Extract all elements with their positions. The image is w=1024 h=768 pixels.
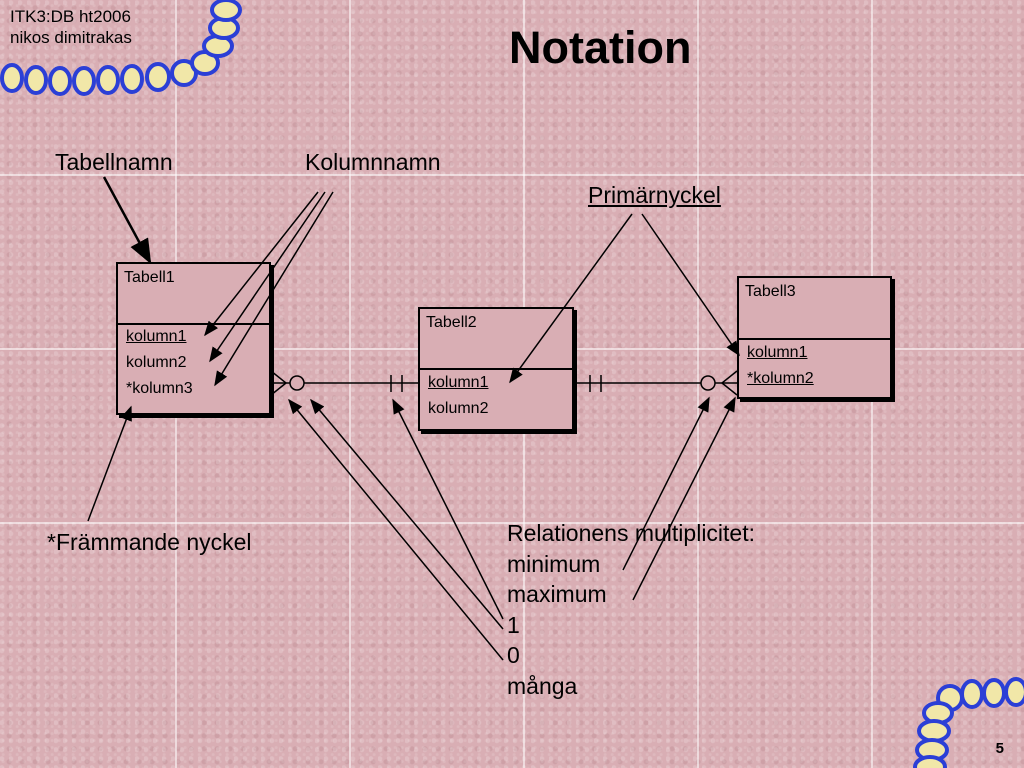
column-primary-key: kolumn1 xyxy=(126,328,187,345)
column-primary-key: kolumn1 xyxy=(747,344,808,361)
column: kolumn2 xyxy=(428,400,489,417)
grid-line xyxy=(0,174,1024,176)
table-divider xyxy=(420,368,572,370)
annotation-arrow xyxy=(392,398,504,620)
column: kolumn2 xyxy=(126,354,187,371)
label-primarnyckel: Primärnyckel xyxy=(588,182,721,208)
table-tabell1: Tabell1 kolumn1 kolumn2 *kolumn3 xyxy=(116,262,271,415)
annotation-arrow xyxy=(204,191,319,337)
annotation-arrow xyxy=(641,213,740,357)
label-kolumnnamn: Kolumnnamn xyxy=(305,149,441,175)
multiplicity-item: 0 xyxy=(507,642,520,668)
table-name: Tabell1 xyxy=(124,269,175,286)
annotation-arrow xyxy=(622,396,710,571)
table-tabell3: Tabell3 kolumn1 *kolumn2 xyxy=(737,276,892,399)
multiplicity-item: 1 xyxy=(507,611,520,638)
page-number: 5 xyxy=(995,740,1004,757)
column-foreign-key: *kolumn3 xyxy=(126,380,193,397)
table-divider xyxy=(118,323,269,325)
grid-line xyxy=(0,522,1024,524)
crowfoot-many xyxy=(270,370,287,384)
course-code: ITK3:DB ht2006 xyxy=(10,7,131,26)
crowfoot-many xyxy=(721,370,738,384)
table-name: Tabell3 xyxy=(745,283,796,300)
multiplicity-legend: Relationens multiplicitet: minimum maxim… xyxy=(507,518,755,701)
column-primary-key: kolumn1 xyxy=(428,374,489,391)
multiplicity-item: minimum xyxy=(507,550,601,577)
annotation-arrow xyxy=(209,191,326,363)
annotation-arrow xyxy=(87,405,132,522)
author-name: nikos dimitrakas xyxy=(10,28,132,47)
annotation-arrow xyxy=(310,398,504,630)
crowfoot-many xyxy=(270,382,287,396)
annotation-arrow xyxy=(102,176,152,265)
multiplicity-item: maximum xyxy=(507,581,607,607)
annotation-arrow xyxy=(214,191,334,387)
crowfoot-many xyxy=(721,382,738,396)
multiplicity-heading: Relationens multiplicitet: xyxy=(507,520,756,546)
zero-circle xyxy=(700,375,716,391)
zero-circle xyxy=(289,375,305,391)
table-name: Tabell2 xyxy=(426,314,477,331)
page-title: Notation xyxy=(509,22,692,73)
grid-line xyxy=(697,0,699,768)
annotation-arrow xyxy=(632,396,736,601)
table-divider xyxy=(739,338,890,340)
table-tabell2: Tabell2 kolumn1 kolumn2 xyxy=(418,307,574,431)
annotation-arrow xyxy=(509,213,633,384)
column-foreign-key: *kolumn2 xyxy=(747,370,814,387)
label-tabellnamn: Tabellnamn xyxy=(55,149,173,175)
header-credit: ITK3:DB ht2006 nikos dimitrakas xyxy=(10,6,132,48)
annotation-arrow xyxy=(288,398,504,661)
grid-line xyxy=(349,0,351,768)
multiplicity-item: många xyxy=(507,672,578,699)
label-frammande-nyckel: *Främmande nyckel xyxy=(47,529,252,555)
